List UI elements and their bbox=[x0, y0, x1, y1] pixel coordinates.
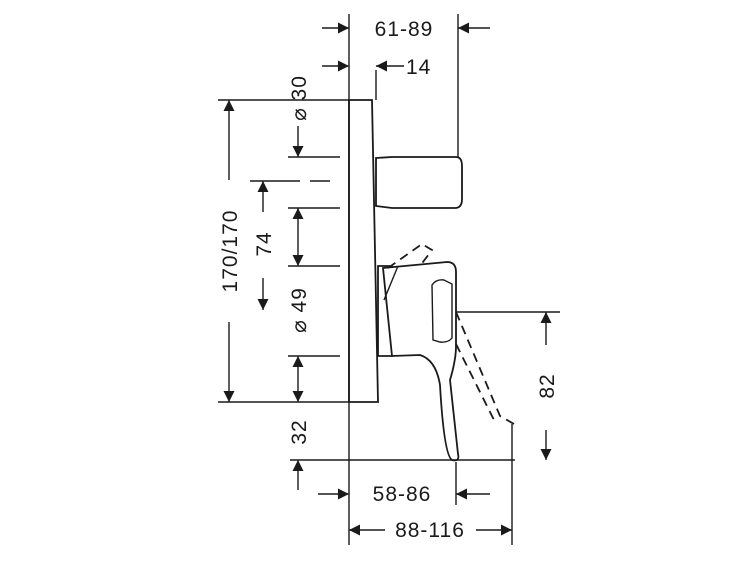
dim-lever-height: 82 bbox=[536, 373, 559, 398]
dimension-arrows bbox=[223, 22, 552, 536]
mixer-outline bbox=[310, 99, 515, 462]
lever-inner-line bbox=[383, 265, 399, 301]
dim-handle-offset: 14 bbox=[406, 56, 431, 79]
lever-alt-position-top bbox=[387, 242, 434, 269]
lever-alt-position-side-2 bbox=[455, 343, 497, 425]
dim-total-depth: 88-116 bbox=[395, 519, 465, 542]
dim-diameter-49: ⌀ 49 bbox=[288, 287, 311, 333]
dim-top-depth: 61-89 bbox=[375, 18, 434, 41]
dim-lever-depth: 58-86 bbox=[373, 483, 432, 506]
dim-diameter-30: ⌀ 30 bbox=[288, 75, 311, 121]
dim-spacing-74: 74 bbox=[253, 231, 276, 256]
wall-plate bbox=[348, 99, 379, 403]
lever-handle bbox=[382, 261, 460, 462]
diverter-knob bbox=[375, 156, 463, 209]
lever-alt-position-side bbox=[455, 311, 515, 425]
lever-recess bbox=[431, 279, 453, 343]
dim-height-total: 170/170 bbox=[219, 210, 242, 293]
dim-bottom-32: 32 bbox=[288, 419, 311, 444]
dimension-labels: 61-89 14 ⌀ 30 170/170 74 ⌀ 49 32 82 58-8… bbox=[219, 18, 559, 542]
extension-lines bbox=[218, 14, 560, 545]
